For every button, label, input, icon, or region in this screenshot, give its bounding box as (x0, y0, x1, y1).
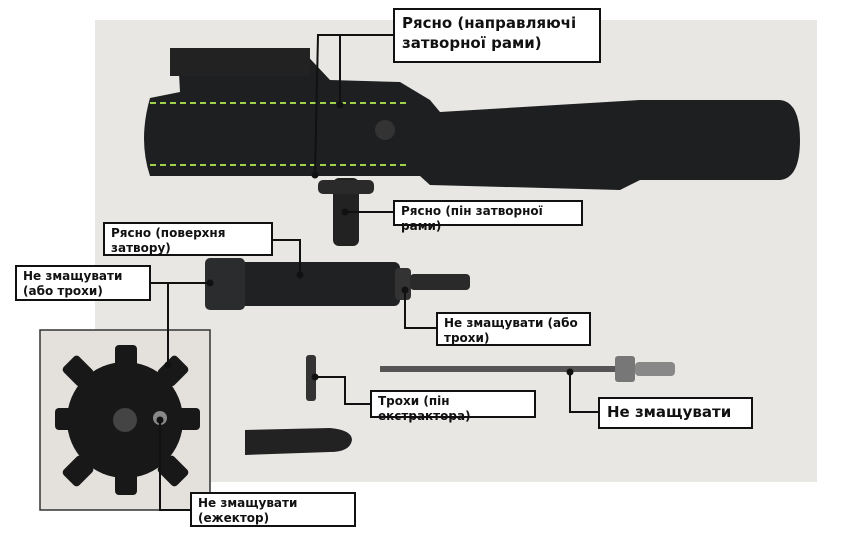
bolt-carrier (144, 48, 800, 190)
label-extractor-pin: Трохи (пін екстрактора) (370, 390, 536, 423)
bolt (205, 258, 470, 310)
label-bolt-lugs: Не змащувати (або трохи) (15, 265, 151, 301)
label-gas-rings: Не змащувати (або трохи) (436, 312, 591, 346)
label-bolt-surface: Рясно (поверхня затвору) (103, 222, 273, 256)
label-firing-pin: Не змащувати (598, 397, 753, 429)
extractor (245, 428, 352, 455)
leader-dots (156, 101, 574, 424)
leader-lines (150, 34, 598, 511)
bolt-face-inset (39, 329, 211, 511)
extractor-pin (306, 355, 316, 401)
label-carrier-rails: Рясно (направляючі затворної рами) (393, 8, 601, 63)
label-cam-pin: Рясно (пін затворної рами) (393, 200, 583, 233)
label-ejector: Не змащувати (ежектор) (190, 492, 356, 527)
firing-pin (380, 366, 630, 372)
